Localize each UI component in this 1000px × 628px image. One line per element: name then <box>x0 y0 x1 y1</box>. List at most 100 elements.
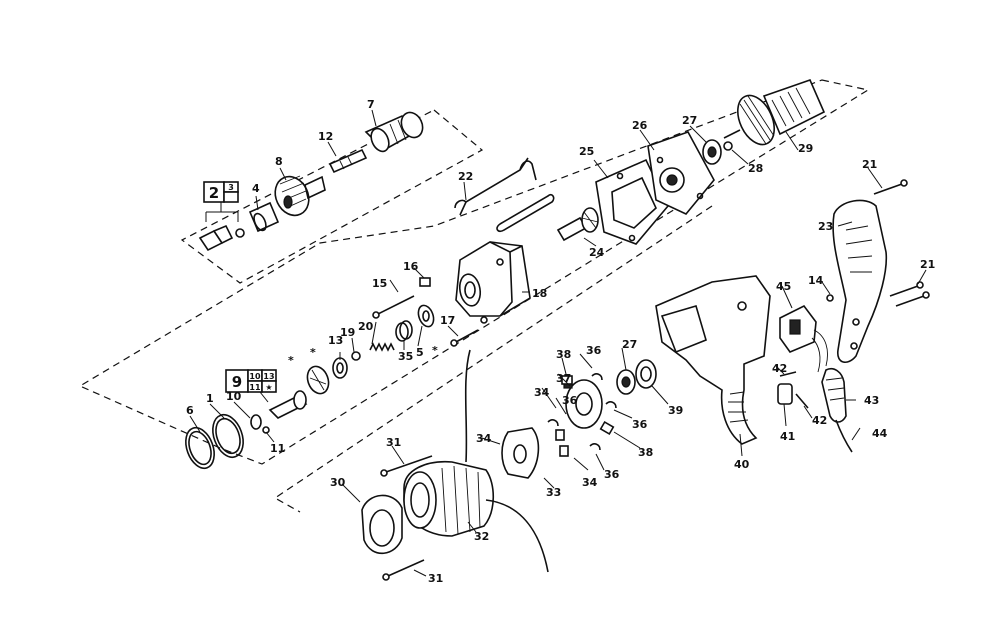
callout-43: 43 <box>864 394 879 407</box>
part-26-bearing-plate <box>647 131 715 215</box>
kit-box-9-sub-10: 10 <box>249 372 261 381</box>
kit-box-9-sub-star: ★ <box>265 383 272 392</box>
callout-10: 10 <box>226 390 242 403</box>
callout-40: 40 <box>734 458 750 471</box>
part-4-sleeve <box>248 201 280 233</box>
callout-44: 44 <box>872 427 888 440</box>
kit-box-9-main-label: 9 <box>232 373 242 391</box>
callout-29: 29 <box>798 142 813 155</box>
part-43-cord-protector <box>821 367 847 423</box>
callout-31-upper: 31 <box>386 436 401 449</box>
callout-38-top: 38 <box>556 348 571 361</box>
callout-34-lower: 34 <box>582 476 598 489</box>
part-19-washer <box>351 351 361 361</box>
callout-42-lower: 42 <box>812 414 827 427</box>
part-22-clip <box>454 157 555 233</box>
kit-box-9-sub-11: 11 <box>249 383 261 392</box>
callout-21-top: 21 <box>862 158 877 171</box>
part-8-chuck <box>274 175 326 217</box>
callout-28: 28 <box>748 162 763 175</box>
kit-box-2-main-label: 2 <box>209 184 219 202</box>
kit-box-2-3: 2 3 <box>203 181 239 222</box>
leader-lines <box>189 109 927 577</box>
callout-25: 25 <box>579 145 594 158</box>
kit-box-2-sub-label: 3 <box>228 183 234 192</box>
callout-42-upper: 42 <box>772 362 787 375</box>
callout-34-upper: 34 <box>534 386 550 399</box>
callout-13: 13 <box>328 334 343 347</box>
part-6-o-ring <box>185 426 215 470</box>
part-9-spindle-assembly <box>268 390 308 419</box>
chuck-group-outline <box>180 109 484 284</box>
callout-16: 16 <box>403 260 419 273</box>
part-44-cord <box>835 419 853 453</box>
part-31-screw-upper <box>380 455 433 477</box>
callout-35: 35 <box>398 350 413 363</box>
callout-14: 14 <box>808 274 824 287</box>
part-35-ring <box>395 320 413 342</box>
part-18-gearcase <box>455 241 531 324</box>
part-40-motor-housing <box>655 275 771 445</box>
part-16-bushing <box>419 277 431 287</box>
chuck-key-adapter <box>198 224 245 252</box>
callout-32: 32 <box>474 530 489 543</box>
part-41-cord-clamp <box>777 383 793 405</box>
callout-27-lower: 27 <box>622 338 637 351</box>
part-25-gasket <box>595 158 669 245</box>
motor-group-outline <box>273 205 713 513</box>
part-15-screw <box>372 295 415 319</box>
kit-box-9: 9 10 13 11 ★ <box>225 369 277 403</box>
callout-star-3: * <box>432 344 438 357</box>
part-5-gear <box>417 304 435 328</box>
callout-38-lower: 38 <box>638 446 653 459</box>
callout-41: 41 <box>780 430 795 443</box>
part-12-spindle <box>328 148 368 174</box>
part-31-screw-lower <box>382 559 425 581</box>
callout-39: 39 <box>668 404 683 417</box>
callout-19: 19 <box>340 326 355 339</box>
part-27-bearing-lower <box>616 369 636 395</box>
callout-26: 26 <box>632 119 648 132</box>
part-38-brush-lower <box>599 420 615 436</box>
part-30-baffle <box>361 494 403 555</box>
callout-12: 12 <box>318 130 333 143</box>
part-star-gear <box>306 365 330 395</box>
callout-7: 7 <box>367 98 375 111</box>
callout-labels: 6 1 10 11 4 8 12 7 22 16 15 18 17 20 19 … <box>186 98 935 585</box>
callout-18: 18 <box>532 287 547 300</box>
callout-37: 37 <box>556 372 571 385</box>
part-1-retaining-ring <box>212 413 244 459</box>
part-20-spring <box>369 342 395 352</box>
part-33-brush-holder <box>501 427 540 479</box>
callout-36-top: 36 <box>586 344 602 357</box>
callout-31-lower: 31 <box>428 572 443 585</box>
callout-6: 6 <box>186 404 194 417</box>
callout-45: 45 <box>776 280 791 293</box>
part-10-collar <box>250 414 262 430</box>
part-11-washer <box>262 426 270 434</box>
part-39-bearing <box>635 359 657 389</box>
part-17-screw <box>450 329 479 347</box>
callout-36-right: 36 <box>632 418 648 431</box>
part-28-washer <box>723 141 733 151</box>
part-29-armature <box>723 79 826 146</box>
part-27-bearing-upper <box>702 139 722 165</box>
callout-36-lower: 36 <box>604 468 620 481</box>
part-38-brush <box>561 375 573 385</box>
callout-1: 1 <box>206 392 214 405</box>
part-21-screw-top <box>873 179 908 195</box>
part-42-screws <box>779 371 809 409</box>
callout-24: 24 <box>589 246 605 259</box>
kit-box-9-sub-13: 13 <box>263 372 274 381</box>
callout-star-2: * <box>310 346 316 359</box>
callout-15: 15 <box>372 277 387 290</box>
part-32-field <box>403 349 549 573</box>
part-21-screws-side <box>889 281 930 307</box>
part-14-pin <box>826 294 834 302</box>
callout-8: 8 <box>275 155 283 168</box>
gearcase-group-outline <box>78 79 870 465</box>
callout-21-side: 21 <box>920 258 935 271</box>
callout-20: 20 <box>358 320 374 333</box>
part-7-chuck-body <box>364 111 424 153</box>
